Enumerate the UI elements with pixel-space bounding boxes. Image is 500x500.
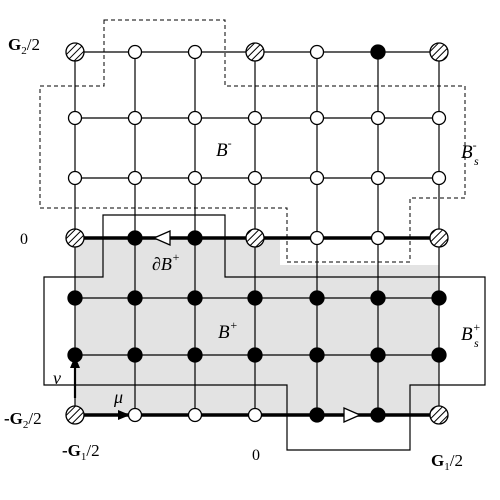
lattice-node-filled	[309, 407, 325, 423]
lattice-node-filled	[431, 347, 447, 363]
lattice-node-filled	[370, 407, 386, 423]
lattice-node-open	[127, 110, 143, 126]
lattice-node-open	[127, 44, 143, 60]
lattice-node-hatched	[429, 228, 449, 248]
lattice-node-open	[127, 170, 143, 186]
lattice-node-open	[127, 407, 143, 423]
lattice-node-open	[309, 170, 325, 186]
lattice-node-open	[431, 170, 447, 186]
lattice-node-open	[309, 110, 325, 126]
label-nu: ν	[53, 368, 61, 388]
label-partial-b-plus: ∂B+	[152, 250, 180, 274]
lattice-node-filled	[247, 290, 263, 306]
lattice-node-open	[370, 230, 386, 246]
label-b-s-plus: B+	[461, 320, 481, 345]
label-g2-half-top: G2/2	[8, 35, 40, 57]
label-b-s-minus: B-	[461, 138, 477, 163]
lattice-node-filled	[67, 347, 83, 363]
label-zero-left: 0	[20, 231, 28, 248]
label-b-plus: B+	[218, 318, 238, 343]
lattice-node-filled	[187, 290, 203, 306]
lattice-node-open	[67, 110, 83, 126]
lattice-node-open	[370, 170, 386, 186]
label-b-s-minus-sub: s	[474, 154, 479, 168]
boundary-arrow-left	[152, 230, 171, 246]
lattice-node-filled	[187, 347, 203, 363]
lattice-node-hatched	[65, 405, 85, 425]
lattice-node-filled	[370, 290, 386, 306]
lattice-node-open	[309, 44, 325, 60]
lattice-node-filled	[309, 290, 325, 306]
lattice-node-hatched	[65, 42, 85, 62]
lattice-node-filled	[309, 347, 325, 363]
lattice-node-open	[67, 170, 83, 186]
lattice-node-open	[187, 44, 203, 60]
lattice-node-open	[370, 110, 386, 126]
lattice-node-hatched	[245, 228, 265, 248]
lattice-node-filled	[187, 230, 203, 246]
lattice-node-open	[187, 407, 203, 423]
label-zero-bottom: 0	[252, 447, 260, 464]
lattice-node-filled	[370, 44, 386, 60]
lattice-node-hatched	[65, 228, 85, 248]
lattice-node-filled	[127, 290, 143, 306]
label-b-s-plus-sub: s	[474, 336, 479, 350]
boundary-arrow-right	[343, 407, 362, 423]
lattice-node-hatched	[245, 42, 265, 62]
lattice-node-filled	[370, 347, 386, 363]
lattice-node-open	[431, 110, 447, 126]
lattice-node-open	[247, 110, 263, 126]
mu-arrow-head	[118, 410, 130, 420]
solid-boundary-b-plus	[43, 214, 486, 451]
lattice-node-filled	[431, 290, 447, 306]
label-g1-half-right: G1/2	[431, 451, 463, 473]
lattice-node-open	[187, 110, 203, 126]
lattice-node-filled	[127, 347, 143, 363]
lattice-node-hatched	[429, 405, 449, 425]
label-g1-half-left: -G1/2	[62, 441, 100, 463]
lattice-node-filled	[127, 230, 143, 246]
label-g2-half-bottom: -G2/2	[4, 409, 42, 431]
lattice-node-open	[309, 230, 325, 246]
lattice-node-open	[187, 170, 203, 186]
lattice-nodes	[65, 42, 449, 425]
dashed-boundary-b-minus	[39, 19, 466, 263]
lattice-node-open	[247, 407, 263, 423]
lattice-node-open	[247, 170, 263, 186]
lattice-node-filled	[67, 290, 83, 306]
label-mu: μ	[113, 387, 123, 407]
label-b-minus: B-	[216, 136, 232, 161]
lattice-node-filled	[247, 347, 263, 363]
lattice-node-hatched	[429, 42, 449, 62]
shaded-region-b-plus	[75, 238, 439, 415]
